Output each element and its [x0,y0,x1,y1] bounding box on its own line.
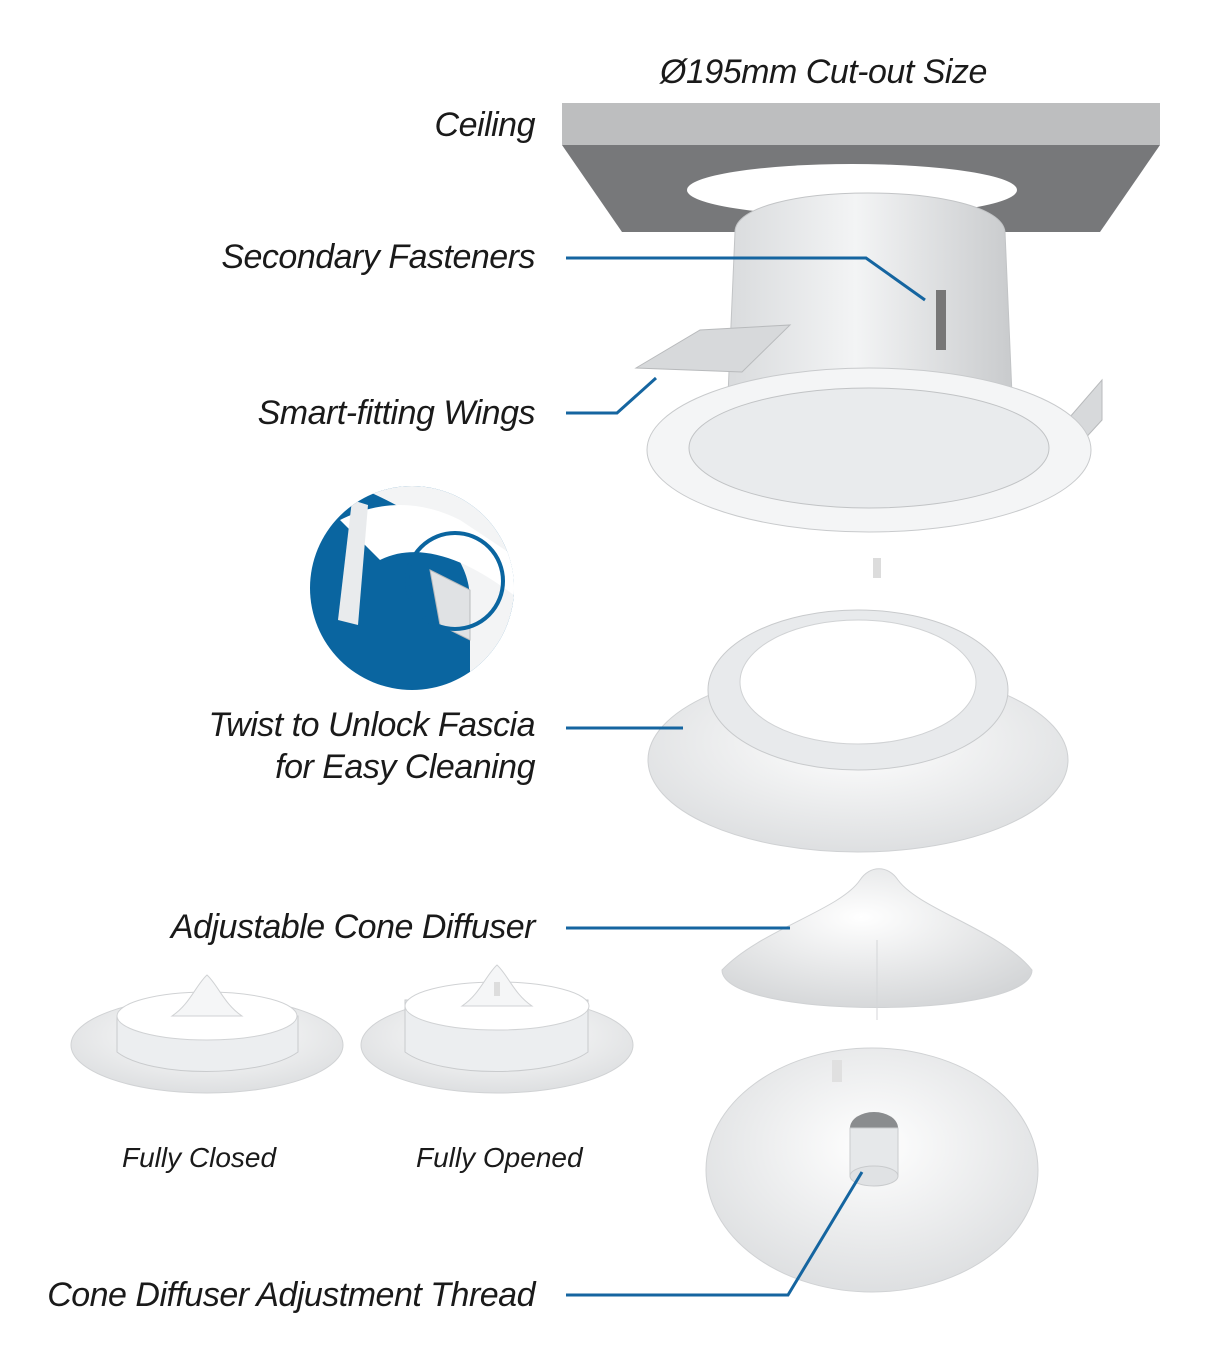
cutout-size-label: Ø195mm Cut-out Size [660,53,987,91]
twist-lock-zoom-circle [310,486,514,690]
leader-secondary-fasteners [566,256,926,302]
adjustment-thread-label: Cone Diffuser Adjustment Thread [47,1276,535,1314]
smart-wings-label: Smart-fitting Wings [257,394,536,432]
twist-label-line1: Twist to Unlock Fascia [208,706,535,744]
cone-diffuser-label: Adjustable Cone Diffuser [170,908,536,946]
leader-smart-wings [566,376,658,415]
fully-opened-image [360,964,634,1094]
fully-closed-label: Fully Closed [122,1142,277,1173]
leader-lines [566,256,926,1297]
secondary-fasteners-label: Secondary Fasteners [221,238,535,276]
fully-closed-image [70,974,344,1094]
leader-adjustment-thread [566,1171,864,1297]
twist-label-line2: for Easy Cleaning [275,748,535,786]
cone-diffuser [721,868,1033,1020]
ceiling-label: Ceiling [434,106,536,144]
fascia-ring [647,558,1069,853]
housing-can [634,192,1103,533]
fully-opened-label: Fully Opened [416,1142,583,1173]
thread-disc [705,1047,1039,1293]
